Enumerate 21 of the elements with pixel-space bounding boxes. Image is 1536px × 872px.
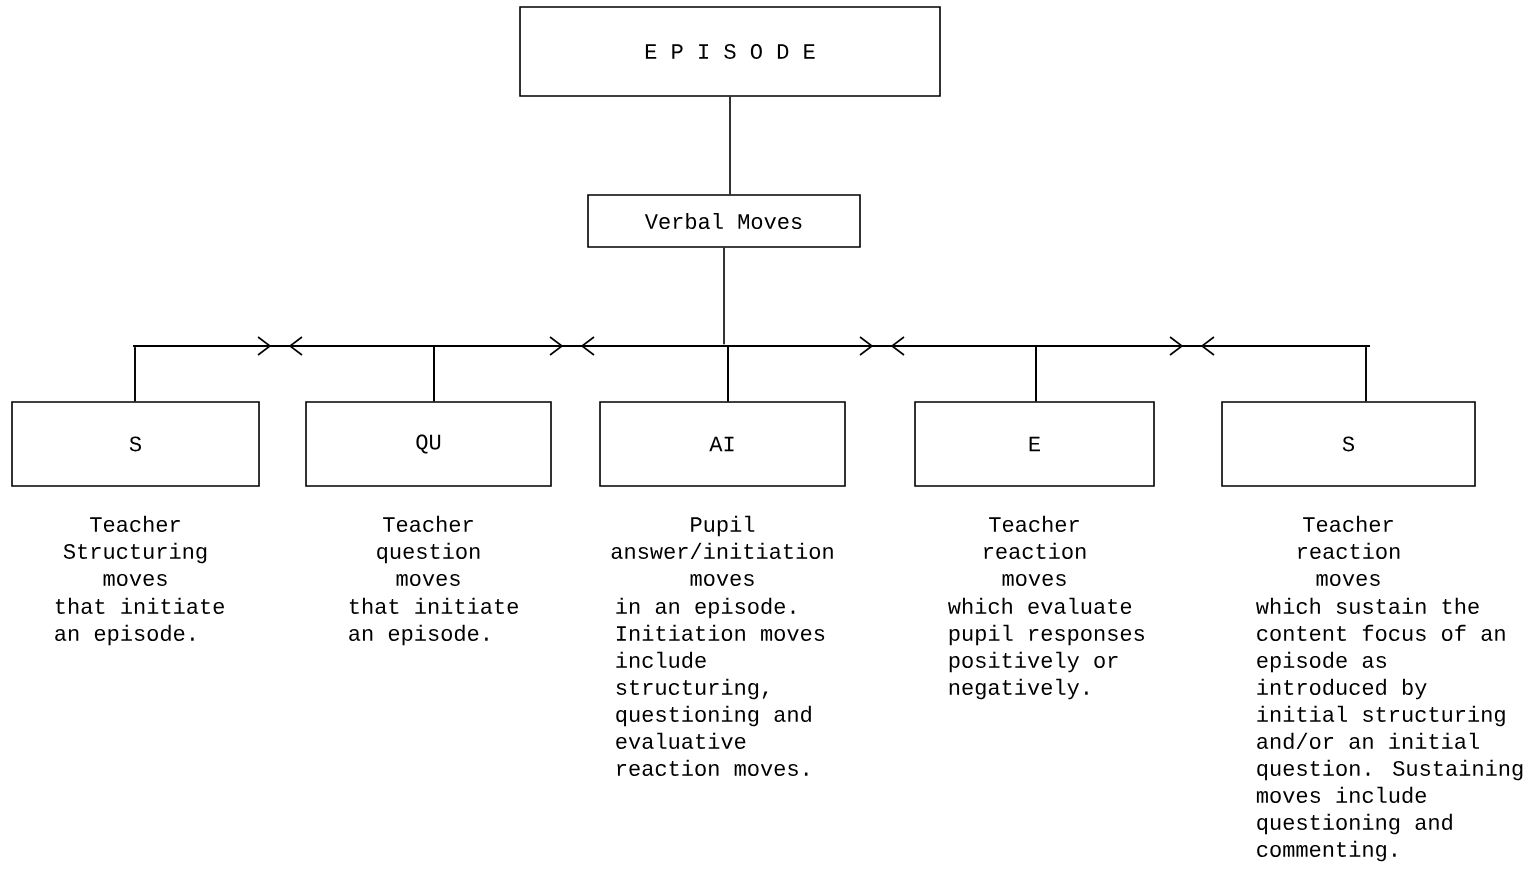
episode-box: E P I S O D E <box>519 6 941 97</box>
move-box: S <box>1221 401 1476 487</box>
connector-line <box>723 247 725 345</box>
description-text: which evaluate pupil responses positively or negatively. <box>948 597 1144 700</box>
description-text: Teacher question moves <box>377 515 480 586</box>
description-text: in an episode. Initiation moves include structuring, questioning and evaluative reaction moves. <box>616 597 825 776</box>
move-box: S <box>11 401 260 487</box>
description-text: Teacher reaction moves <box>1298 515 1400 586</box>
move-box: QU <box>305 401 552 487</box>
sequence-arrow <box>1035 336 1367 402</box>
description-text: that initiate an episode. <box>55 597 224 646</box>
description-text: that initiate an episode. <box>349 597 518 646</box>
description-text: which sustain the content focus of an episode as introduced by initial structuring and/or an initial question. Sustaining moves include questioning and commenting. <box>1256 597 1523 862</box>
description-text: Teacher reaction moves <box>984 515 1086 586</box>
sequence-arrow <box>433 336 729 402</box>
move-box: E <box>914 401 1155 487</box>
process-box: Verbal Moves <box>587 194 861 248</box>
sequence-arrow <box>134 336 435 402</box>
connector-line <box>729 96 731 195</box>
sequence-arrow <box>727 336 1037 402</box>
move-box: AI <box>599 401 846 487</box>
